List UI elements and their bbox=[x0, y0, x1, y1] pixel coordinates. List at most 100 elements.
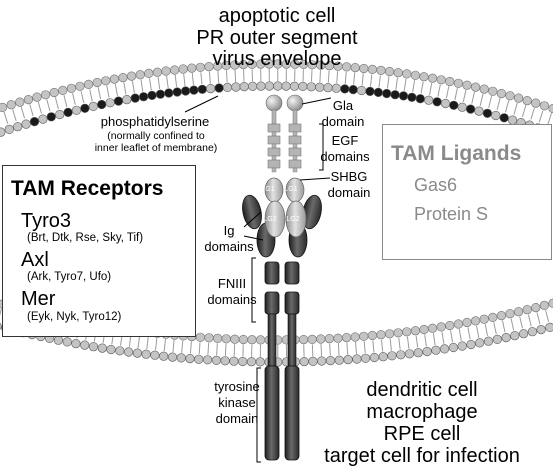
bottom-membrane-lipid-tail bbox=[536, 312, 539, 319]
tk-label-3: domain bbox=[215, 411, 259, 426]
top-membrane-lipid-head-inner bbox=[432, 97, 442, 107]
bottom-membrane-lipid-head-inner bbox=[97, 343, 107, 353]
top-membrane-lipid-tail bbox=[64, 100, 68, 108]
bottom-membrane-lipid-head-inner bbox=[124, 347, 134, 357]
top-membrane-lipid-tail bbox=[386, 82, 389, 89]
top-membrane-lipid-head-inner bbox=[80, 103, 90, 113]
bottom-membrane-lipid-head-outer bbox=[531, 303, 541, 313]
top-membrane-lipid-head-inner bbox=[466, 104, 476, 114]
top-membrane-lipid-head-outer bbox=[462, 80, 472, 90]
receptor-aliases-mer: (Eyk, Nyk, Tyro12) bbox=[27, 311, 122, 323]
bottom-membrane-lipid-head-inner bbox=[62, 337, 72, 347]
top-membrane-lipid-head-outer bbox=[0, 102, 8, 112]
gla-label-2: domain bbox=[321, 114, 365, 129]
bottom-membrane-lipid-head-inner bbox=[141, 349, 151, 359]
receptor-name-tyro3: Tyro3 bbox=[21, 210, 72, 232]
bottom-membrane-lipid-head-outer bbox=[307, 334, 317, 345]
bottom-membrane-lipid-head-inner bbox=[501, 333, 511, 343]
top-membrane-lipid-tail bbox=[39, 107, 42, 114]
top-membrane-lipid-tail bbox=[547, 118, 551, 125]
top-membrane-lipid-tail bbox=[488, 101, 491, 108]
egf-link bbox=[271, 131, 277, 137]
bottom-membrane-lipid-head-inner bbox=[413, 348, 423, 358]
ig-label-1: Ig bbox=[223, 223, 235, 238]
top-membrane-lipid-head-outer bbox=[453, 78, 464, 88]
top-membrane-lipid-tail bbox=[532, 107, 535, 114]
top-membrane-lipid-tail bbox=[149, 78, 151, 85]
top-membrane-lipid-head-outer bbox=[479, 84, 489, 94]
top-membrane-lipid-head-inner bbox=[29, 116, 40, 127]
bottom-membrane-lipid-head-inner bbox=[448, 342, 459, 353]
top-membrane-lipid-tail bbox=[549, 113, 552, 120]
top-membrane-lipid-tail bbox=[174, 74, 177, 81]
top-membrane-lipid-head-outer bbox=[118, 72, 128, 83]
bottom-membrane-lipid-tail bbox=[390, 344, 392, 351]
bottom-membrane-lipid-tail bbox=[424, 334, 426, 341]
bottom-membrane-lipid-tail bbox=[137, 342, 140, 349]
top-membrane-lipid-tail bbox=[80, 91, 83, 98]
bottom-membrane-lipid-head-inner bbox=[185, 354, 195, 364]
top-membrane-lipid-head-inner bbox=[482, 108, 493, 118]
bottom-membrane-lipid-tail bbox=[381, 345, 384, 352]
bottom-membrane-lipid-tail bbox=[415, 335, 418, 342]
top-membrane-lipid-head-outer bbox=[23, 94, 33, 105]
bottom-membrane-lipid-tail bbox=[189, 347, 192, 354]
bottom-membrane-lipid-head-outer bbox=[453, 319, 464, 329]
top-membrane-lipid-tail bbox=[540, 110, 544, 117]
top-membrane-lipid-head-outer bbox=[419, 72, 429, 82]
bottom-membrane-lipid-tail bbox=[372, 340, 374, 347]
top-membrane-lipid-head-outer bbox=[15, 97, 25, 107]
bottom-membrane-lipid-head-inner bbox=[475, 338, 485, 348]
top-membrane-lipid-head-inner bbox=[105, 98, 115, 108]
top-membrane-lipid-tail bbox=[462, 95, 466, 102]
bottom-membrane-lipid-head-outer bbox=[350, 332, 360, 342]
top-membrane-lipid-head-inner bbox=[38, 114, 48, 124]
top-membrane-lipid-head-outer bbox=[531, 98, 541, 108]
receptors-title: TAM Receptors bbox=[11, 177, 164, 200]
bottom-membrane-lipid-head-inner bbox=[334, 355, 344, 365]
shbg-label-1: SHBG bbox=[330, 169, 368, 184]
lg2-domain bbox=[264, 200, 286, 238]
bottom-membrane-lipid-head-inner bbox=[317, 356, 327, 366]
top-cell-line-1: apoptotic cell bbox=[218, 5, 336, 27]
top-membrane-lipid-head-inner bbox=[323, 83, 333, 93]
top-membrane-lipid-head-inner bbox=[55, 109, 65, 120]
bottom-membrane-lipid-tail bbox=[406, 336, 409, 343]
bottom-membrane-lipid-head-inner bbox=[518, 329, 529, 339]
top-membrane-lipid-head-inner bbox=[214, 83, 224, 93]
bottom-membrane-lipid-tail bbox=[355, 347, 357, 354]
bottom-membrane-lipid-head-outer bbox=[496, 311, 507, 321]
bottom-membrane-lipid-tail bbox=[442, 337, 445, 344]
top-membrane-lipid-head-outer bbox=[127, 71, 137, 81]
top-membrane-lipid-head-outer bbox=[402, 69, 412, 79]
ligand-group bbox=[264, 94, 307, 238]
fniii-domain-2 bbox=[284, 291, 300, 315]
top-membrane-lipid-head-outer bbox=[144, 68, 154, 78]
top-membrane-lipid-tail bbox=[481, 93, 484, 100]
bottom-membrane-lipid-head-inner bbox=[536, 325, 546, 335]
bottom-membrane-lipid-head-outer bbox=[213, 333, 223, 344]
top-membrane-lipid-head-inner bbox=[440, 98, 451, 109]
bottom-membrane-lipid-tail bbox=[451, 336, 454, 343]
bottom-membrane-lipid-tail bbox=[181, 340, 184, 347]
top-membrane-lipid-tail bbox=[183, 79, 186, 86]
bottom-membrane-lipid-head-outer bbox=[333, 333, 343, 343]
pointer-line bbox=[243, 235, 264, 241]
top-membrane-lipid-head-inner bbox=[130, 93, 140, 103]
top-membrane-lipid-tail bbox=[455, 88, 458, 95]
bottom-membrane-lipid-head-outer bbox=[230, 334, 240, 344]
egf-domain bbox=[267, 147, 281, 157]
top-membrane-lipid-head-outer bbox=[75, 81, 85, 91]
top-membrane-lipid-tail bbox=[141, 85, 144, 92]
top-membrane-lipid-tail bbox=[200, 78, 203, 85]
top-membrane-lipid-head-inner bbox=[424, 95, 434, 105]
bottom-membrane-lipid-tail bbox=[493, 322, 496, 329]
top-membrane-lipid-tail bbox=[20, 106, 24, 113]
top-membrane-lipid-head-inner bbox=[147, 90, 157, 100]
bottom-membrane-lipid-head-outer bbox=[462, 317, 472, 328]
top-membrane-lipid-head-inner bbox=[264, 81, 275, 91]
top-membrane-lipid-head-inner bbox=[231, 82, 241, 92]
bottom-membrane-lipid-head-inner bbox=[150, 350, 160, 360]
bottom-membrane-lipid-tail bbox=[546, 315, 550, 323]
top-membrane-lipid-head-inner bbox=[113, 96, 124, 106]
